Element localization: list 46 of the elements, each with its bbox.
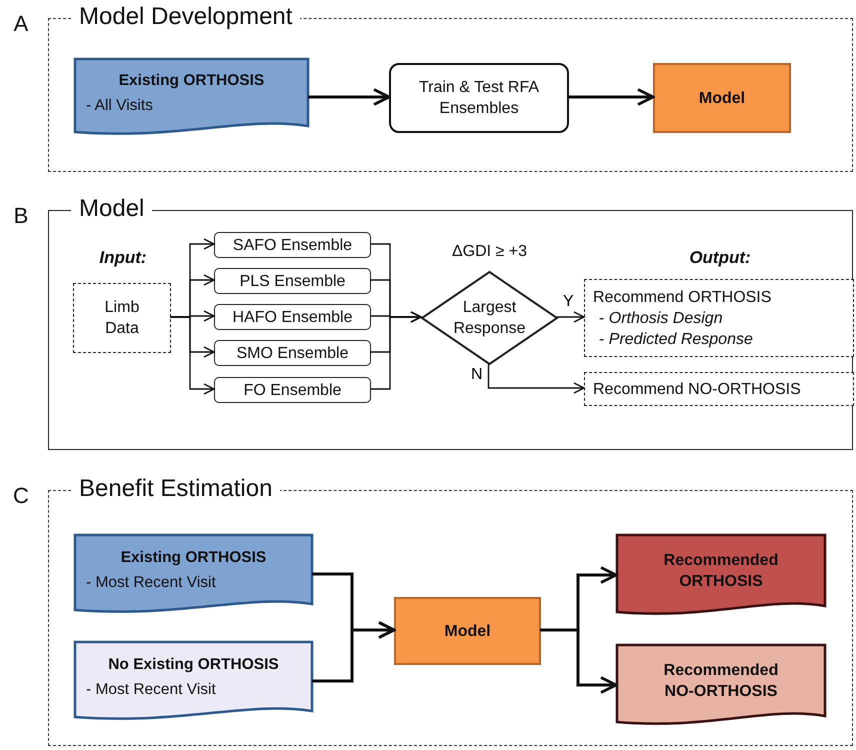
- box-label: HAFO Ensemble: [231, 308, 354, 328]
- box-label: Recommended ORTHOSIS: [662, 551, 780, 592]
- box-label: Limb Data: [104, 298, 140, 339]
- ensemble-box: [214, 377, 371, 403]
- connector-arrow: [488, 364, 585, 394]
- document-note: - All Visits: [85, 96, 154, 116]
- box-label: Model: [698, 88, 746, 108]
- output-label: Output:: [688, 248, 752, 268]
- panel-letter: A: [12, 11, 30, 37]
- process-box: [389, 63, 569, 133]
- ensemble-box: [214, 268, 371, 294]
- input-label: Input:: [98, 248, 148, 268]
- document-heading: Existing ORTHOSIS: [120, 548, 268, 568]
- box-label: FO Ensemble: [242, 380, 342, 400]
- connector-arrow: [312, 621, 396, 682]
- connector-arrow: [540, 628, 618, 694]
- document-note: - Most Recent Visit: [85, 573, 217, 593]
- box-label: PLS Ensemble: [238, 272, 346, 292]
- connector-arrow: [557, 311, 585, 323]
- condition-label: ΔGDI ≥ +3: [450, 243, 528, 261]
- model-box: [394, 597, 541, 665]
- connector-arrow: [308, 88, 390, 106]
- connector-arrow: [370, 311, 422, 390]
- box-label: Recommend NO-ORTHOSIS: [592, 380, 802, 400]
- ensemble-box: [214, 304, 371, 330]
- document-heading: No Existing ORTHOSIS: [107, 655, 280, 675]
- output-detail: - Orthosis Design: [598, 308, 724, 328]
- panel-letter: B: [12, 203, 30, 229]
- connector-arrow: [568, 88, 654, 106]
- box-label: Recommended NO-ORTHOSIS: [662, 661, 780, 702]
- box-label: Largest Response: [452, 298, 527, 339]
- document-heading: Existing ORTHOSIS: [118, 71, 266, 91]
- box-label: Recommend ORTHOSIS: [592, 288, 772, 308]
- document-note: - Most Recent Visit: [85, 680, 217, 700]
- ensemble-box: [214, 232, 371, 258]
- panel-letter: C: [12, 483, 30, 509]
- ensemble-box: [214, 340, 371, 366]
- panel-title: Model Development: [71, 4, 300, 30]
- output-detail: - Predicted Response: [598, 330, 754, 350]
- box-label: SMO Ensemble: [235, 344, 350, 364]
- box-label: SAFO Ensemble: [232, 236, 354, 256]
- box-label: Model: [443, 622, 492, 642]
- box-label: Train & Test RFA Ensembles: [418, 78, 540, 119]
- output-box: [584, 372, 854, 406]
- model-box: [653, 63, 791, 133]
- connector-arrow: [170, 316, 215, 395]
